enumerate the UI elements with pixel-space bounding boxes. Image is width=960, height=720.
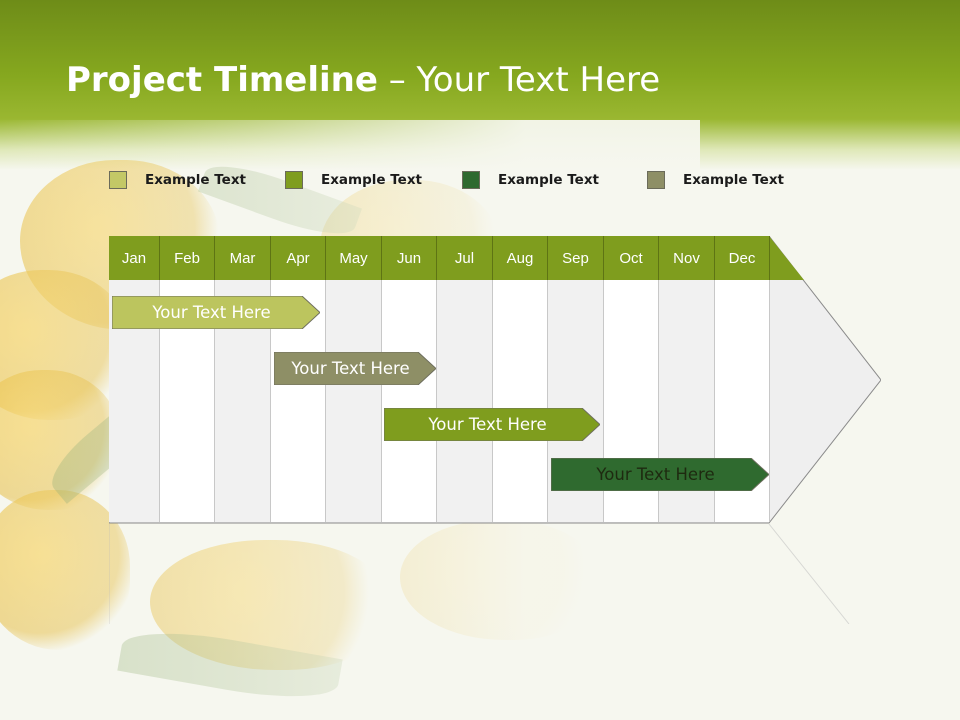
task-bar-2[interactable]: Your Text Here xyxy=(274,352,436,385)
month-may: May xyxy=(326,236,382,280)
month-jun: Jun xyxy=(382,236,437,280)
month-jan: Jan xyxy=(109,236,160,280)
legend-swatch-1 xyxy=(109,171,127,189)
legend-item-1: Example Text xyxy=(109,170,246,190)
month-nov: Nov xyxy=(659,236,715,280)
legend-label-1: Example Text xyxy=(145,172,246,188)
month-column-jun xyxy=(382,280,437,522)
timeline-reflection xyxy=(109,524,881,624)
title-rest: – Your Text Here xyxy=(377,60,661,100)
task-label-1: Your Text Here xyxy=(152,303,271,322)
month-column-jul xyxy=(437,280,493,522)
task-label-2: Your Text Here xyxy=(291,359,410,378)
legend-swatch-2 xyxy=(285,171,303,189)
task-label-3: Your Text Here xyxy=(428,415,547,434)
legend-label-3: Example Text xyxy=(498,172,599,188)
title-bold: Project Timeline xyxy=(66,60,378,100)
legend-item-2: Example Text xyxy=(285,170,422,190)
task-label-4: Your Text Here xyxy=(596,465,715,484)
month-mar: Mar xyxy=(215,236,271,280)
legend-item-3: Example Text xyxy=(462,170,599,190)
legend-swatch-3 xyxy=(462,171,480,189)
legend-item-4: Example Text xyxy=(647,170,784,190)
legend-label-2: Example Text xyxy=(321,172,422,188)
month-aug: Aug xyxy=(493,236,548,280)
legend-label-4: Example Text xyxy=(683,172,784,188)
month-feb: Feb xyxy=(160,236,215,280)
month-oct: Oct xyxy=(604,236,659,280)
month-apr: Apr xyxy=(271,236,326,280)
legend-swatch-4 xyxy=(647,171,665,189)
month-column-aug xyxy=(493,280,548,522)
task-bar-1[interactable]: Your Text Here xyxy=(112,296,320,329)
month-jul: Jul xyxy=(437,236,493,280)
task-bar-3[interactable]: Your Text Here xyxy=(384,408,600,441)
task-bar-4[interactable]: Your Text Here xyxy=(551,458,769,491)
month-sep: Sep xyxy=(548,236,604,280)
month-column-may xyxy=(326,280,382,522)
month-dec: Dec xyxy=(715,236,770,280)
page-title: Project Timeline – Your Text Here xyxy=(66,60,660,100)
